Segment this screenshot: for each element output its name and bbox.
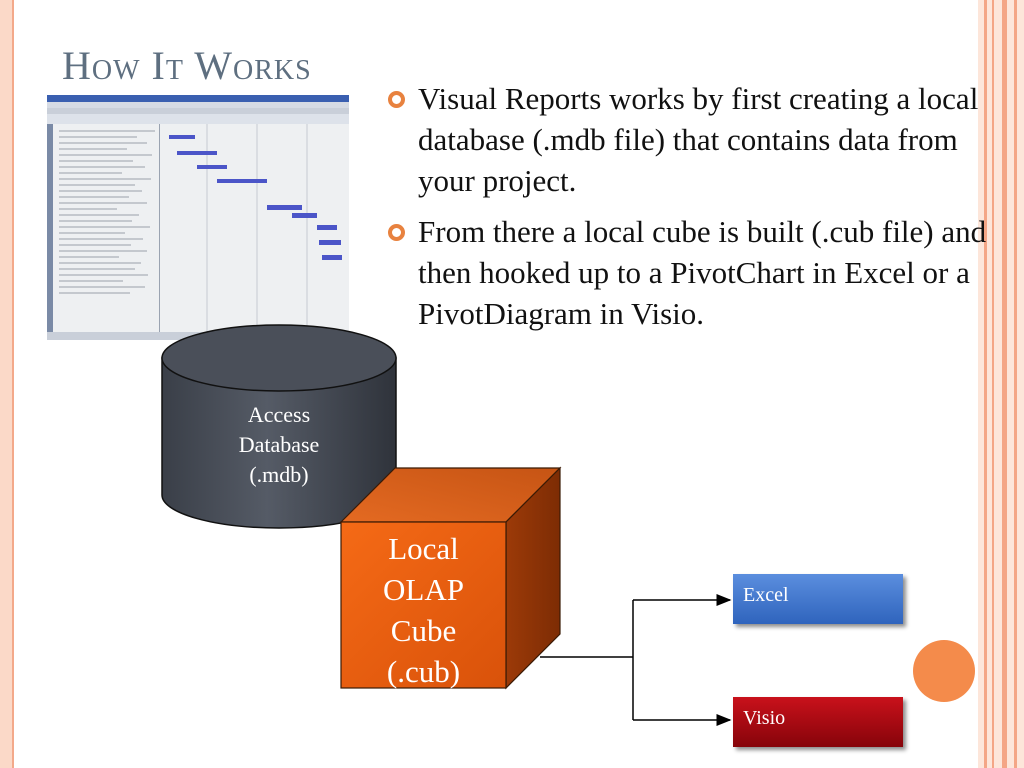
visio-label: Visio: [743, 707, 786, 729]
bullet-list: Visual Reports works by first creating a…: [388, 78, 1008, 344]
left-frame-border: [0, 0, 14, 768]
olap-cube: [339, 466, 562, 690]
right-frame-border: [978, 0, 1024, 768]
project-gantt-screenshot: [47, 95, 349, 340]
bullet-circle-icon: [388, 224, 405, 241]
slide-title: How It Works: [62, 43, 312, 88]
excel-label: Excel: [743, 584, 789, 606]
decorative-circle: [913, 640, 975, 702]
cube-label: Local OLAP Cube (.cub): [383, 531, 464, 689]
bullet-item: From there a local cube is built (.cub f…: [388, 211, 1008, 334]
connector-lines: [540, 594, 732, 726]
visio-box: Visio: [733, 697, 903, 747]
bullet-item: Visual Reports works by first creating a…: [388, 78, 1008, 201]
database-label: Access Database (.mdb): [238, 402, 320, 487]
bullet-circle-icon: [388, 91, 405, 108]
excel-box: Excel: [733, 574, 903, 624]
database-cylinder: [161, 324, 397, 529]
